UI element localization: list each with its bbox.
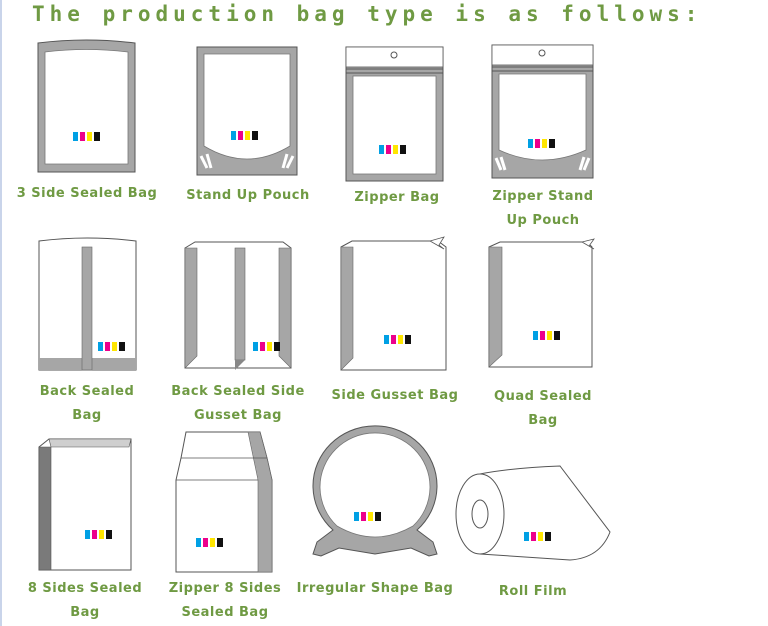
- color-bar-icon: [231, 131, 258, 140]
- color-bar-icon: [85, 530, 112, 539]
- page-title: The production bag type is as follows:: [32, 2, 703, 26]
- label-roll-film: Roll Film: [498, 584, 568, 599]
- irregular-shape-bag-illustration: [312, 425, 438, 557]
- label-quad-sealed: Quad Sealed Bag: [494, 389, 592, 428]
- bag-irregular-shape: [305, 425, 445, 570]
- back-sealed-bag-illustration: [38, 237, 137, 371]
- zipper-eight-sides-bag-illustration: [175, 431, 273, 573]
- color-bar-icon: [379, 145, 406, 154]
- back-sealed-side-gusset-illustration: [184, 241, 292, 370]
- three-side-sealed-bag-illustration: [37, 39, 136, 173]
- label-back-sealed-side-gusset: Back Sealed Side Gusset Bag: [171, 384, 305, 423]
- bag-zipper-eight-sides: [172, 430, 280, 575]
- color-bar-icon: [384, 335, 411, 344]
- side-gusset-bag-illustration: [340, 236, 447, 371]
- eight-sides-sealed-bag-illustration: [38, 438, 132, 571]
- bag-back-sealed: [36, 237, 141, 377]
- bag-roll-film: [450, 462, 615, 572]
- bag-back-sealed-side-gusset: [183, 238, 293, 373]
- label-irregular-shape: Irregular Shape Bag: [296, 581, 454, 596]
- label-zipper-eight-sides: Zipper 8 Sides Sealed Bag: [168, 581, 282, 620]
- color-bar-icon: [98, 342, 125, 351]
- stand-up-pouch-illustration: [196, 46, 298, 176]
- color-bar-icon: [524, 532, 551, 541]
- label-back-sealed: Back Sealed Bag: [39, 384, 135, 423]
- color-bar-icon: [196, 538, 223, 547]
- roll-film-illustration: [455, 465, 611, 561]
- bag-stand-up-pouch: [193, 44, 303, 179]
- label-three-side-sealed: 3 Side Sealed Bag: [16, 186, 158, 201]
- quad-sealed-bag-illustration: [488, 238, 595, 368]
- bag-eight-sides-sealed: [37, 437, 137, 573]
- label-zipper-bag: Zipper Bag: [354, 190, 440, 205]
- label-stand-up-pouch: Stand Up Pouch: [186, 188, 310, 203]
- label-side-gusset: Side Gusset Bag: [331, 388, 459, 403]
- bag-zipper: [343, 44, 448, 184]
- label-zipper-stand-up-pouch: Zipper Stand Up Pouch: [492, 189, 594, 228]
- bag-three-side-sealed: [35, 39, 140, 175]
- color-bar-icon: [533, 331, 560, 340]
- left-border-line: [0, 0, 2, 626]
- bag-quad-sealed: [486, 238, 596, 379]
- bag-zipper-stand-up-pouch: [489, 42, 597, 182]
- color-bar-icon: [73, 132, 100, 141]
- color-bar-icon: [253, 342, 280, 351]
- zipper-bag-illustration: [345, 46, 444, 182]
- color-bar-icon: [528, 139, 555, 148]
- color-bar-icon: [354, 512, 381, 521]
- zipper-stand-up-pouch-illustration: [491, 44, 594, 179]
- bag-side-gusset: [338, 236, 450, 377]
- label-eight-sides-sealed: 8 Sides Sealed Bag: [27, 581, 143, 620]
